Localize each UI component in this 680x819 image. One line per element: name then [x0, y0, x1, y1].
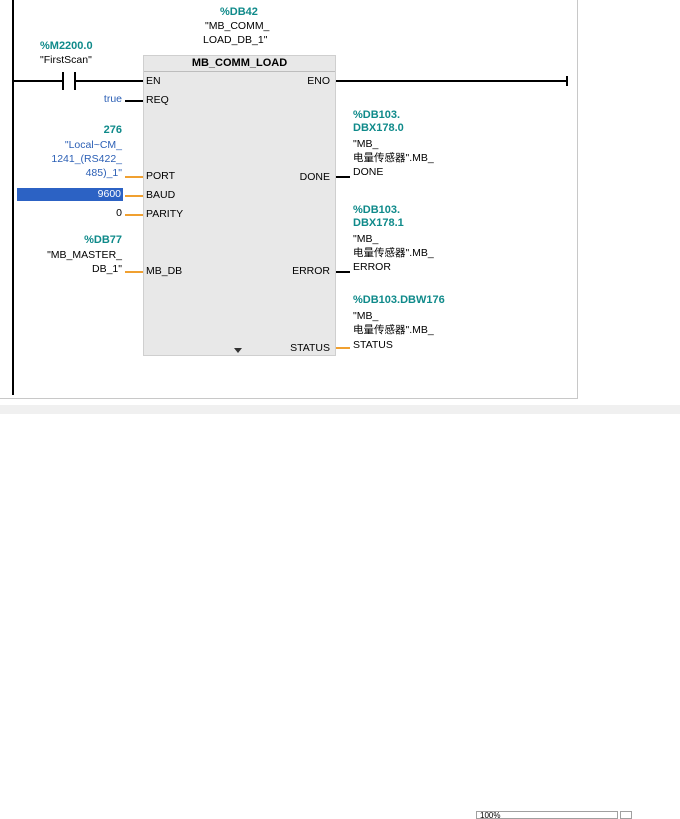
pin-baud: BAUD	[146, 189, 176, 201]
mb-db-address[interactable]: %DB77	[84, 234, 122, 246]
status-address[interactable]: %DB103.DBW176	[353, 294, 445, 306]
eno-end-tick	[566, 76, 568, 86]
expand-arrow-icon[interactable]	[234, 348, 242, 353]
req-wire	[125, 100, 143, 102]
eno-line	[336, 80, 568, 82]
baud-wire	[125, 195, 143, 197]
pin-parity: PARITY	[146, 208, 184, 220]
status-name-line1[interactable]: "MB_	[353, 310, 379, 322]
port-name-line2[interactable]: 1241_(RS422_	[51, 153, 122, 165]
pin-en: EN	[146, 75, 161, 87]
status-wire	[336, 347, 350, 349]
pin-mb-db: MB_DB	[146, 265, 183, 277]
done-wire	[336, 176, 350, 178]
done-address-line1[interactable]: %DB103.	[353, 109, 401, 121]
done-name-line1[interactable]: "MB_	[353, 138, 379, 150]
mb-db-name-line1[interactable]: "MB_MASTER_	[47, 249, 122, 261]
instance-db-address[interactable]: %DB42	[220, 6, 258, 18]
block-title: MB_COMM_LOAD	[144, 56, 335, 72]
status-name-line2[interactable]: 电量传感器".MB_	[353, 324, 434, 336]
contact-address[interactable]: %M2200.0	[40, 40, 93, 52]
power-rail	[12, 0, 14, 395]
error-name-line2[interactable]: 电量传感器".MB_	[353, 247, 434, 259]
error-name-line1[interactable]: "MB_	[353, 233, 379, 245]
done-address-line2[interactable]: DBX178.0	[353, 122, 404, 134]
zoom-dropdown-button[interactable]	[620, 811, 632, 819]
error-address-line2[interactable]: DBX178.1	[353, 217, 404, 229]
req-value[interactable]: true	[103, 93, 122, 105]
pin-port: PORT	[146, 170, 175, 182]
parity-value[interactable]: 0	[116, 207, 122, 219]
done-name-line2[interactable]: 电量传感器".MB_	[353, 152, 434, 164]
pin-req: REQ	[146, 94, 169, 106]
function-block-mb-comm-load[interactable]: MB_COMM_LOAD	[143, 55, 336, 356]
instance-db-name-line2[interactable]: LOAD_DB_1"	[203, 34, 268, 46]
port-name-line3[interactable]: 485)_1"	[85, 167, 122, 179]
pin-error: ERROR	[292, 265, 330, 277]
instance-db-name-line1[interactable]: "MB_COMM_	[205, 20, 270, 32]
contact-name[interactable]: "FirstScan"	[40, 54, 92, 66]
editor-status-bar: 100%	[0, 405, 680, 819]
zoom-select[interactable]: 100%	[476, 811, 618, 819]
error-address-line1[interactable]: %DB103.	[353, 204, 401, 216]
power-flow-line-2	[76, 80, 143, 82]
parity-wire	[125, 214, 143, 216]
port-value[interactable]: 276	[103, 124, 122, 136]
error-name-line3[interactable]: ERROR	[353, 261, 391, 273]
pin-done: DONE	[299, 171, 330, 183]
contact-right-bar[interactable]	[74, 72, 76, 90]
pin-eno: ENO	[307, 75, 330, 87]
baud-value-field[interactable]: 9600	[17, 188, 123, 201]
status-name-line3[interactable]: STATUS	[353, 339, 393, 351]
pin-status: STATUS	[290, 342, 330, 354]
contact-left-bar[interactable]	[62, 72, 64, 90]
mb-db-name-line2[interactable]: DB_1"	[92, 263, 122, 275]
port-name-line1[interactable]: "Local~CM_	[64, 139, 122, 151]
mb-db-wire	[125, 271, 143, 273]
port-wire	[125, 176, 143, 178]
power-flow-line-1	[14, 80, 62, 82]
error-wire	[336, 271, 350, 273]
ladder-network-canvas[interactable]: %M2200.0 "FirstScan" %DB42 "MB_COMM_ LOA…	[0, 0, 578, 399]
done-name-line3[interactable]: DONE	[353, 166, 384, 178]
